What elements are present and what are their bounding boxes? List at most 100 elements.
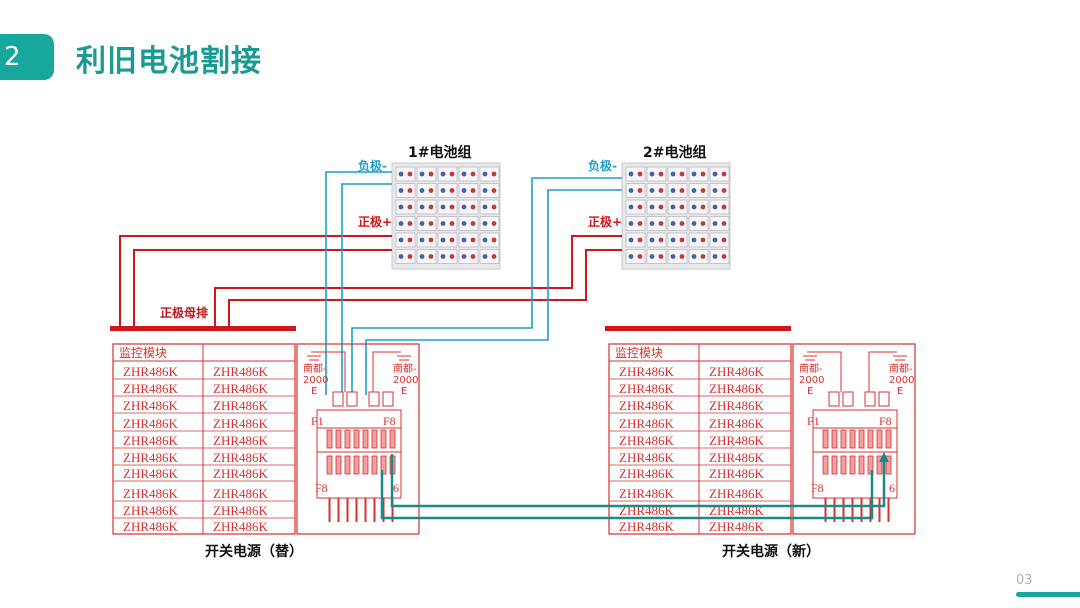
battery-terminal — [419, 188, 425, 193]
battery-cell — [395, 249, 416, 264]
battery-cell — [458, 166, 479, 182]
cabinet-right-caption: 开关电源（新） — [722, 543, 820, 560]
rectifier-cell: ZHR486K — [213, 466, 269, 481]
battery-terminal — [398, 237, 404, 243]
battery-terminal — [691, 221, 697, 226]
fuse-label-f8: F8 — [879, 414, 892, 428]
fuse — [858, 455, 865, 475]
battery-bank-2: 2#电池组 负极- 正极+ — [588, 144, 731, 270]
battery-terminal — [679, 237, 685, 243]
rectifier-cell: ZHR486K — [123, 519, 179, 534]
terminal-block — [332, 391, 344, 407]
fuse-panel — [812, 409, 898, 499]
fuse — [362, 429, 369, 449]
terminal-block — [828, 391, 840, 407]
battery-terminal — [419, 171, 425, 177]
battery-cell — [416, 249, 437, 264]
battery-cell — [646, 183, 667, 198]
fuse — [876, 429, 883, 449]
battery-cell — [709, 166, 730, 182]
battery-terminal — [691, 171, 697, 177]
fuse — [858, 429, 865, 449]
battery-terminal — [700, 204, 706, 210]
battery-cell — [709, 249, 730, 264]
fuse — [867, 455, 874, 475]
fuse — [849, 455, 856, 475]
positive-busbar-left — [110, 326, 296, 331]
battery-cell — [395, 166, 416, 182]
battery-terminal — [679, 254, 685, 259]
battery-terminal — [670, 237, 676, 243]
battery-bank-2-neg-label: 负极- — [588, 158, 617, 173]
battery-cell — [625, 232, 646, 248]
fuse-label-f1: F1 — [807, 414, 820, 428]
section-number: 2 — [4, 42, 21, 72]
battery-cell — [709, 216, 730, 231]
battery-bank-1-cells — [395, 166, 500, 264]
rectifier-cell: ZHR486K — [619, 398, 675, 413]
fuse — [344, 429, 351, 449]
battery-terminal — [482, 204, 488, 210]
battery-terminal — [428, 254, 434, 259]
battery-terminal — [440, 237, 446, 243]
rectifier-cell: ZHR486K — [123, 364, 179, 379]
battery-terminal — [691, 188, 697, 193]
breaker-label: 南都- — [303, 362, 327, 375]
fuse — [380, 455, 387, 475]
battery-terminal — [407, 254, 413, 259]
rectifier-cell: ZHR486K — [123, 486, 179, 501]
battery-cell — [667, 232, 688, 248]
fuse — [840, 429, 847, 449]
rectifier-cell: ZHR486K — [709, 381, 765, 396]
battery-terminal — [679, 188, 685, 193]
terminal-block — [382, 391, 394, 407]
fuse — [876, 455, 883, 475]
fuse-label-bottom-left: F8 — [315, 481, 328, 495]
battery-terminal — [691, 204, 697, 210]
fuse-panel — [316, 409, 402, 499]
battery-terminal — [491, 204, 497, 210]
battery-terminal — [637, 188, 643, 193]
cabinet-interconnect-wires — [380, 452, 889, 520]
rectifier-cell: ZHR486K — [709, 486, 765, 501]
battery-terminal — [482, 188, 488, 193]
battery-terminal — [470, 221, 476, 226]
battery-cell — [458, 216, 479, 231]
battery-terminal — [628, 171, 634, 177]
battery-terminal — [428, 237, 434, 243]
rectifier-cell: ZHR486K — [123, 466, 179, 481]
battery-cell — [688, 199, 709, 215]
battery-terminal — [449, 171, 455, 177]
battery-terminal — [721, 171, 727, 177]
battery-cell — [437, 216, 458, 231]
rectifier-cell: ZHR486K — [123, 450, 179, 465]
fuse — [389, 429, 396, 449]
battery-cell — [458, 183, 479, 198]
rectifier-cell: ZHR486K — [709, 364, 765, 379]
fuse — [344, 455, 351, 475]
fuse — [849, 429, 856, 449]
battery-terminal — [461, 254, 467, 259]
battery-cell — [667, 199, 688, 215]
breaker-label: 2000 — [393, 375, 418, 386]
battery-terminal — [419, 204, 425, 210]
battery-terminal — [649, 221, 655, 226]
fuse — [822, 455, 829, 475]
battery-terminal — [658, 237, 664, 243]
battery-terminal — [628, 204, 634, 210]
battery-terminal — [461, 171, 467, 177]
battery-terminal — [491, 237, 497, 243]
battery-terminal — [449, 188, 455, 193]
breaker-label: 南都- — [393, 362, 417, 375]
battery-cell — [437, 232, 458, 248]
battery-cell — [667, 166, 688, 182]
battery-terminal — [628, 237, 634, 243]
battery-terminal — [428, 204, 434, 210]
fuse — [326, 429, 333, 449]
rectifier-cell: ZHR486K — [709, 519, 765, 534]
monitor-module-header: 监控模块 — [615, 346, 663, 360]
battery-terminal — [449, 254, 455, 259]
rectifier-cell: ZHR486K — [709, 416, 765, 431]
rectifier-cell: ZHR486K — [123, 398, 179, 413]
battery-terminal — [670, 254, 676, 259]
